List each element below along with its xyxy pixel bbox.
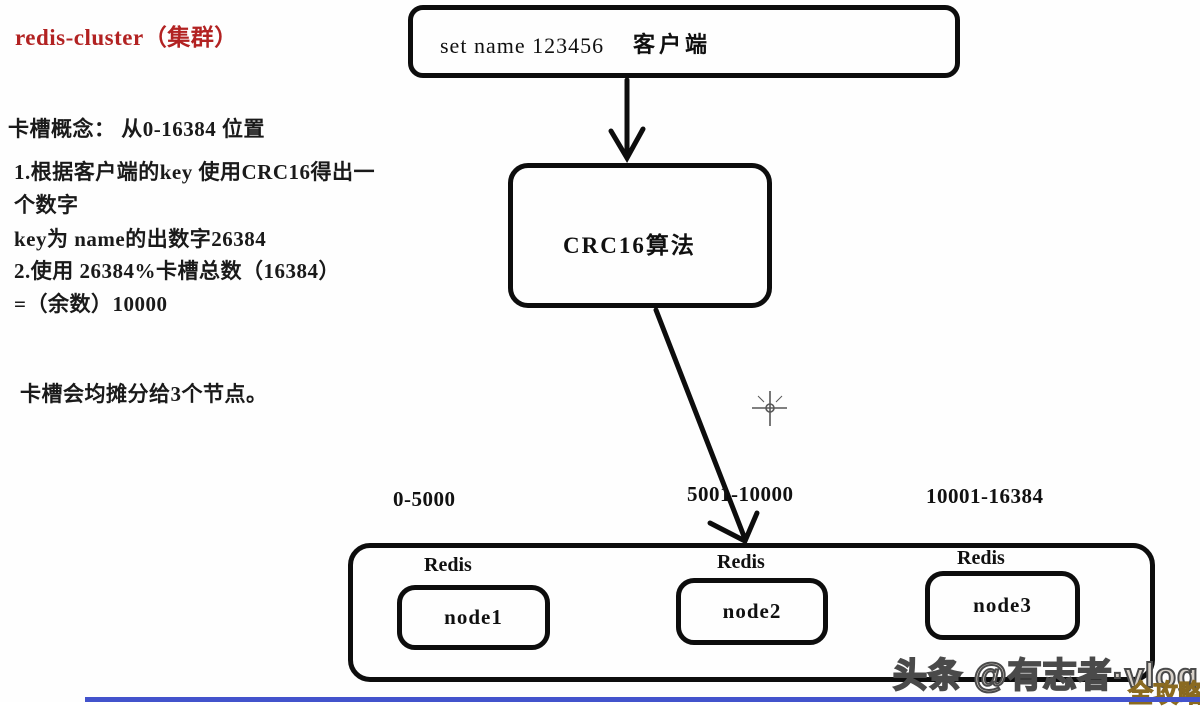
node1-name: node1 [444, 605, 503, 629]
node3-name: node3 [973, 593, 1032, 617]
client-node-box [408, 5, 960, 78]
note-step2-modulo: 2.使用 26384%卡槽总数（16384） [14, 259, 340, 283]
crc16-algorithm-box [508, 163, 772, 308]
client-command-text: set name 123456 [440, 33, 605, 58]
page-title-zh: （集群） [143, 25, 238, 50]
redis-label-node3: Redis [957, 547, 1005, 569]
redis-label-node2: Redis [717, 551, 765, 573]
note-step1-line1: 1.根据客户端的key 使用CRC16得出一 [14, 160, 375, 184]
note-slot-concept: 卡槽概念： 从0-16384 位置 [8, 117, 265, 141]
node1-box: node1 [397, 585, 550, 650]
note-slots-distribution: 卡槽会均摊分给3个节点。 [20, 382, 268, 406]
video-progress-bar[interactable] [85, 697, 1200, 702]
slot-range-node2: 5001-10000 [687, 482, 794, 506]
crc16-algorithm-label: CRC16算法 [563, 233, 696, 258]
page-title: redis-cluster（集群） [15, 18, 238, 52]
slot-range-node3: 10001-16384 [926, 484, 1044, 508]
watermark-badge: 全攻略 [1127, 680, 1200, 709]
crosshair-cursor-icon [752, 391, 787, 426]
note-step1-line2: 个数字 [14, 193, 79, 217]
note-remainder: =（余数）10000 [14, 292, 168, 316]
node3-box: node3 [925, 571, 1080, 640]
note-key-result: key为 name的出数字26384 [14, 227, 267, 251]
client-to-crc-arrow [608, 77, 646, 164]
redis-label-node1: Redis [424, 554, 472, 576]
node2-box: node2 [676, 578, 828, 645]
page-title-en: redis-cluster [15, 25, 144, 50]
node2-name: node2 [722, 599, 782, 623]
watermark-credit: 头条 @有志者·vlog [892, 656, 1199, 696]
client-label: 客户端 [633, 32, 712, 57]
slot-range-node1: 0-5000 [393, 487, 456, 511]
